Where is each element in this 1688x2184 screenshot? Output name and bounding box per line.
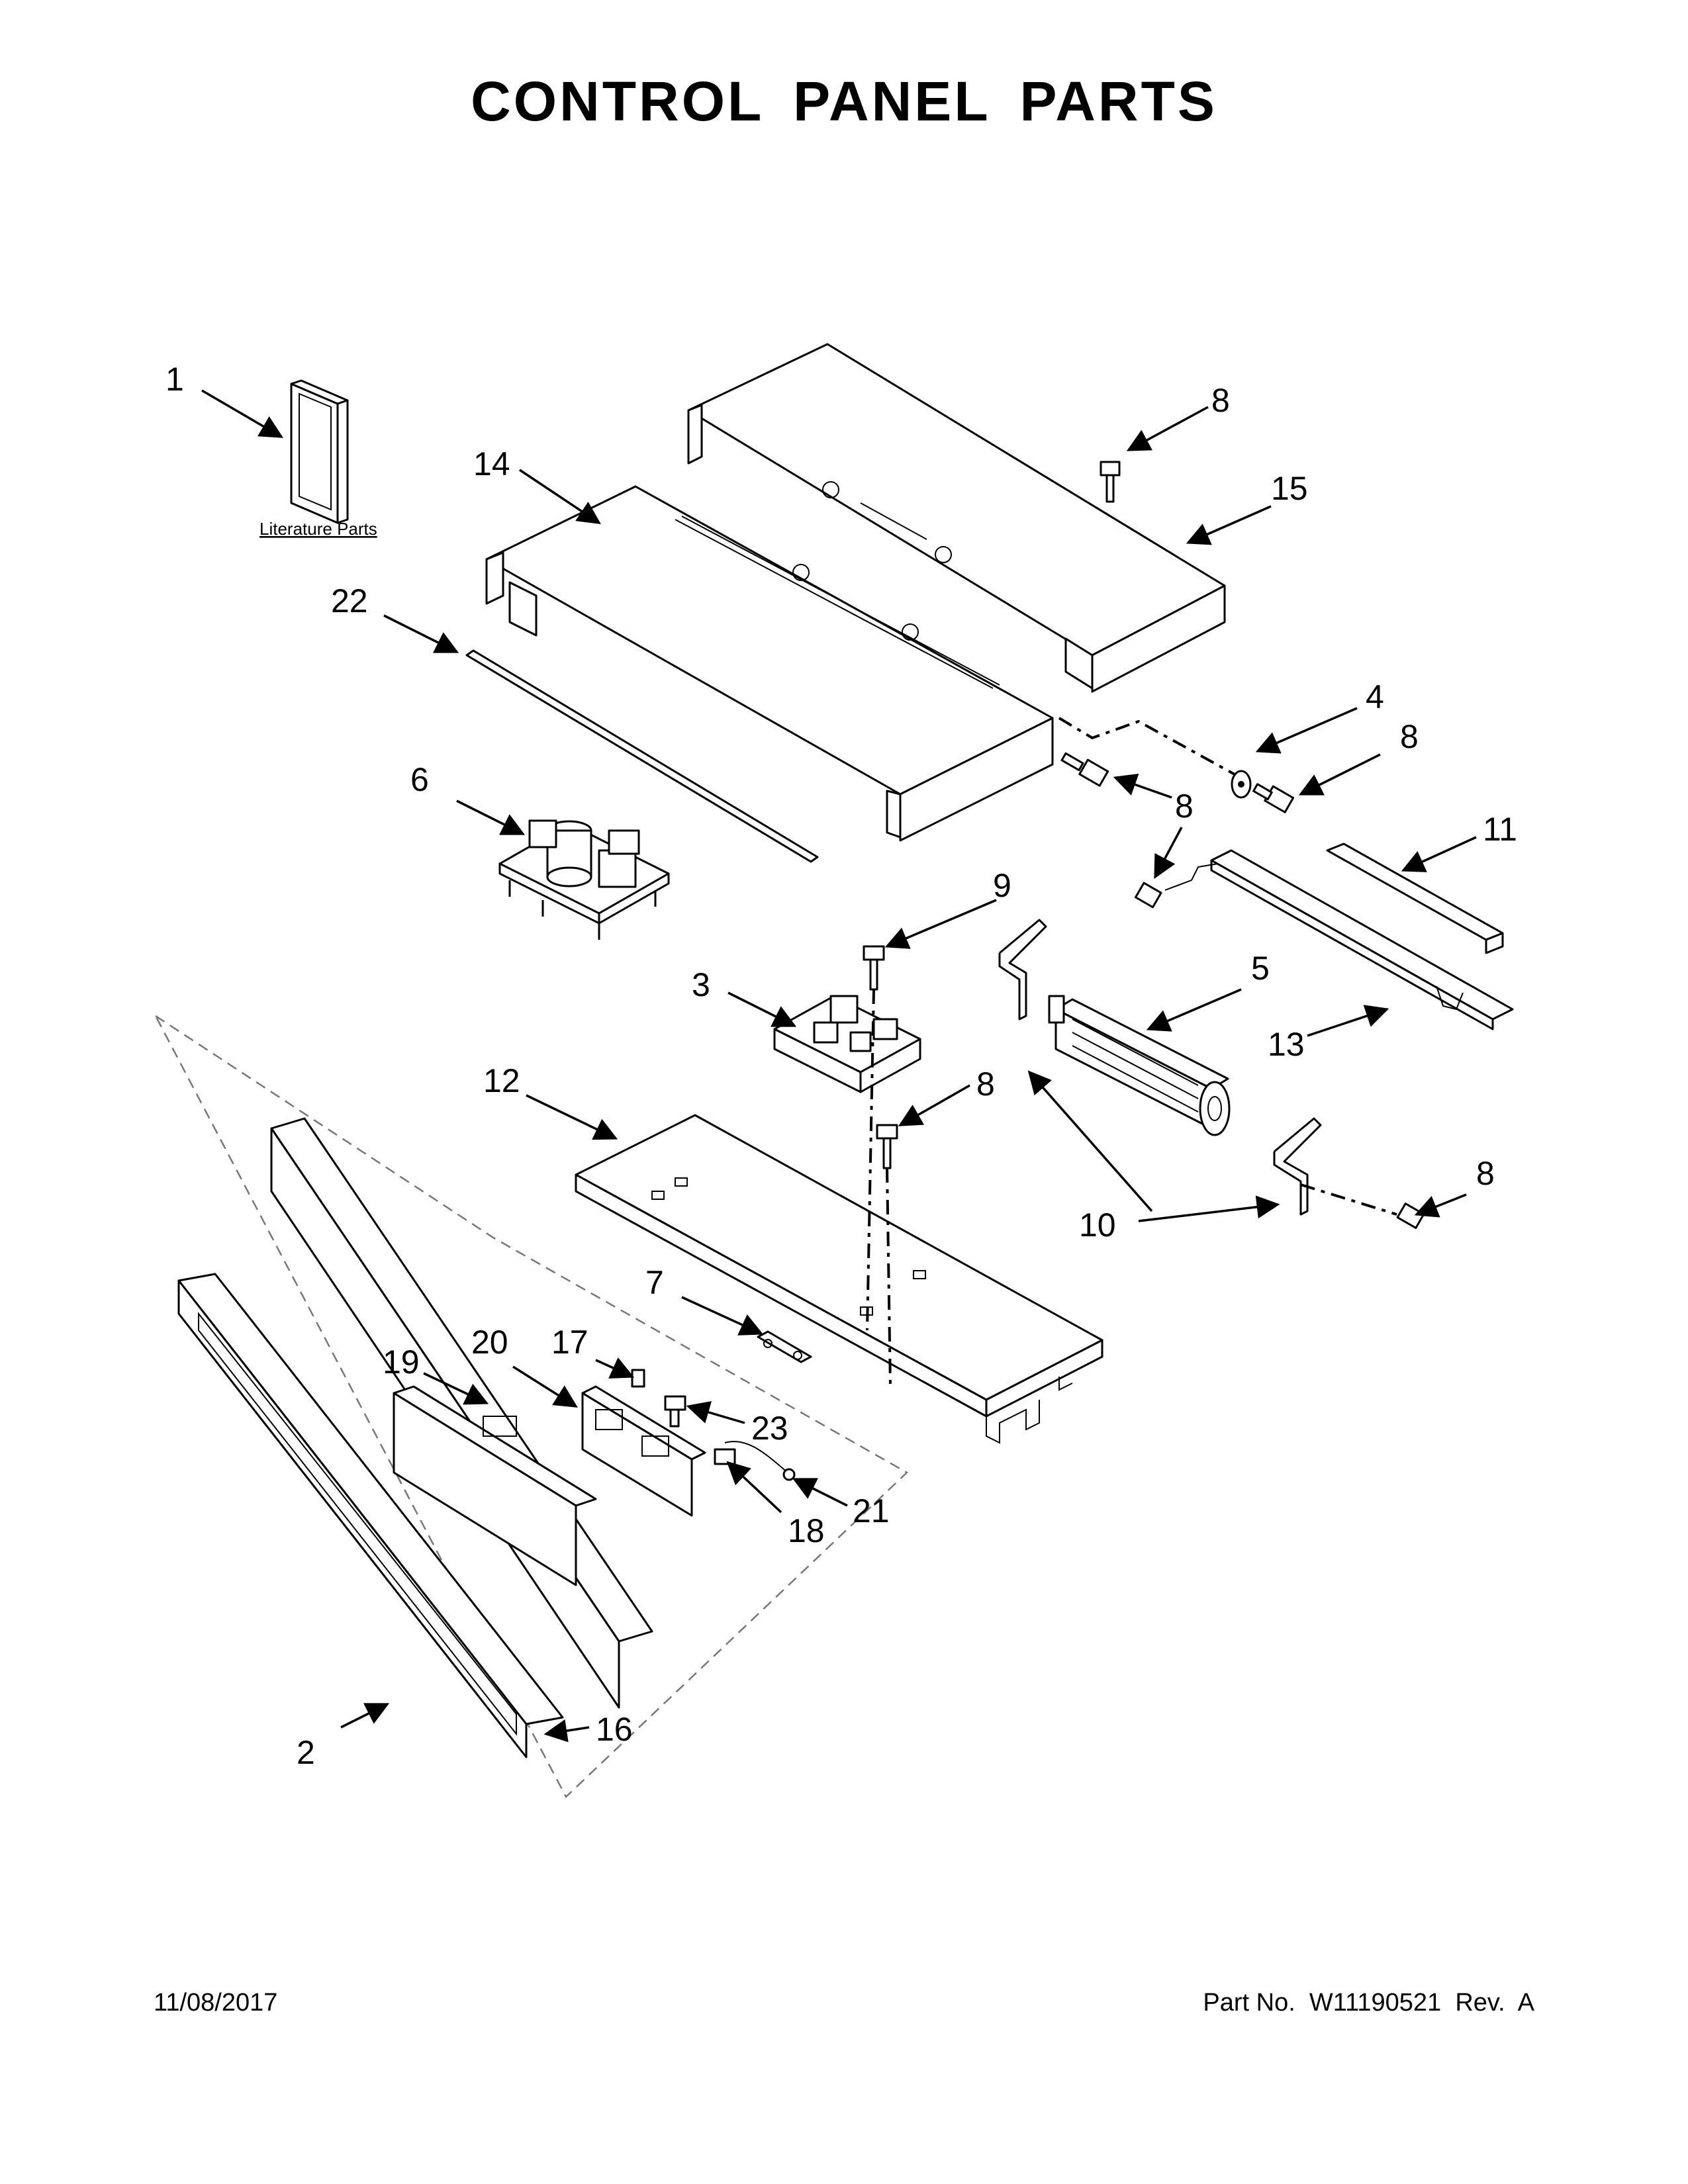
screw-8-base — [876, 1124, 898, 1169]
keypad-board-19 — [393, 1385, 597, 1586]
cooling-fan-5 — [1048, 995, 1231, 1136]
screw-9 — [863, 945, 885, 991]
callout-1: 1 — [165, 361, 184, 398]
callout-11: 11 — [1483, 811, 1517, 848]
callout-22: 22 — [331, 582, 368, 619]
callout-15: 15 — [1271, 470, 1308, 507]
callout-6: 6 — [410, 761, 429, 798]
fan-bracket-10b — [1273, 1117, 1322, 1216]
callout-10: 10 — [1079, 1206, 1116, 1244]
callout-4: 4 — [1366, 678, 1384, 715]
callout-23: 23 — [751, 1410, 788, 1447]
bracket-18 — [714, 1448, 736, 1465]
ui-control-board-20 — [581, 1385, 706, 1517]
callout-17: 17 — [551, 1324, 588, 1361]
callout-8-right: 8 — [1400, 718, 1419, 755]
screw-8-bracket — [1396, 1203, 1425, 1229]
console-assembly-outline — [153, 1013, 909, 1799]
clip-17 — [631, 1369, 645, 1388]
screw-8-right — [1252, 783, 1295, 813]
callout-12: 12 — [483, 1062, 520, 1099]
mounting-rail-13 — [1210, 849, 1514, 1030]
wire-harness-21 — [724, 1441, 796, 1481]
callout-9: 9 — [993, 867, 1011, 904]
callout-20: 20 — [471, 1324, 508, 1361]
insulation-strip-11 — [1326, 842, 1504, 954]
washer-4 — [1231, 770, 1252, 799]
control-panel-base-12 — [575, 1114, 1103, 1444]
seal-strip-22 — [465, 649, 819, 863]
leader-arrows — [201, 389, 1477, 1743]
callout-8-bracket: 8 — [1476, 1155, 1495, 1192]
callout-19: 19 — [383, 1343, 420, 1381]
upper-control-panel-15 — [687, 343, 1226, 693]
footer-part-number: Part No. W11190521 Rev. A — [1203, 1989, 1534, 2017]
callout-14: 14 — [473, 445, 510, 482]
screw-8-panel — [1060, 752, 1109, 787]
callout-8-base: 8 — [976, 1066, 995, 1103]
alignment-lines — [866, 717, 1397, 1387]
callout-16: 16 — [596, 1711, 633, 1748]
callout-8-top: 8 — [1211, 382, 1230, 419]
screw-8-rail — [1135, 882, 1162, 909]
footer-date: 11/08/2017 — [154, 1989, 278, 2017]
control-board-3 — [773, 995, 921, 1093]
callout-13: 13 — [1268, 1026, 1305, 1063]
power-supply-board-6 — [498, 819, 670, 940]
callout-18: 18 — [788, 1512, 825, 1549]
page-title: CONTROL PANEL PARTS — [471, 70, 1217, 132]
callout-3: 3 — [692, 966, 710, 1003]
callout-21: 21 — [853, 1492, 890, 1529]
callout-5: 5 — [1251, 950, 1270, 987]
callout-8-panel: 8 — [1175, 788, 1194, 825]
callout-labels: 1 14 22 8 15 4 8 8 11 6 9 5 13 3 8 12 10… — [165, 361, 1517, 1771]
fan-bracket-10a — [998, 919, 1047, 1021]
screw-23 — [664, 1395, 686, 1428]
literature-parts-booklet: Literature Parts — [259, 379, 377, 539]
screw-8-top — [1100, 461, 1121, 503]
literature-parts-label: Literature Parts — [259, 519, 377, 539]
console-front-2 — [177, 1273, 564, 1758]
callout-7: 7 — [645, 1264, 664, 1301]
callout-2: 2 — [297, 1734, 315, 1771]
sensor-7 — [757, 1330, 812, 1363]
